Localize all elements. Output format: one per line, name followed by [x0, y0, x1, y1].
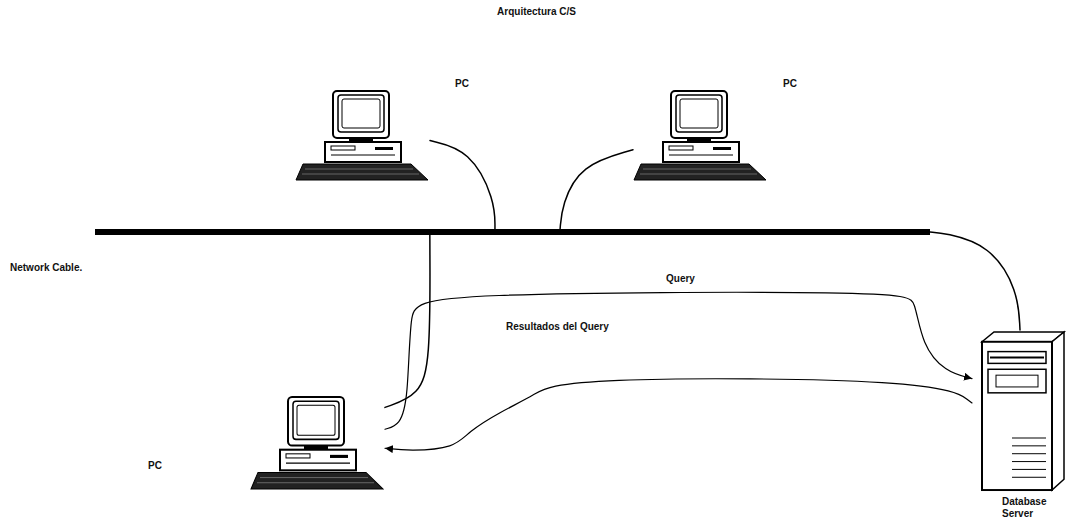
message-arrow — [385, 379, 972, 450]
database-server-icon — [972, 330, 1068, 492]
node-label: Network Cable. — [10, 262, 105, 274]
edge-label-holder: Resultados del Query — [504, 321, 611, 333]
node-label: Database Server — [1002, 496, 1064, 520]
node-label: PC — [455, 78, 495, 90]
network-link — [930, 232, 1020, 330]
database-server: Database Server — [972, 330, 1068, 492]
client-pc: PC — [295, 90, 430, 182]
edge-label: Resultados del Query — [504, 321, 611, 333]
client-pc-icon — [633, 90, 768, 182]
edge-label: Query — [664, 273, 697, 285]
client-pc: PC — [250, 396, 385, 491]
message-arrow — [385, 292, 972, 429]
diagram-title: Arquitectura C/S — [0, 6, 1073, 18]
client-pc-icon — [250, 396, 385, 491]
edge-label-holder: Query — [664, 273, 697, 285]
network-link — [430, 141, 495, 229]
client-pc: PC — [633, 90, 768, 182]
network-link — [560, 150, 633, 229]
node-label: PC — [148, 460, 188, 472]
node-label: PC — [783, 78, 823, 90]
network-cable: Network Cable. — [95, 229, 930, 235]
client-pc-icon — [295, 90, 430, 182]
